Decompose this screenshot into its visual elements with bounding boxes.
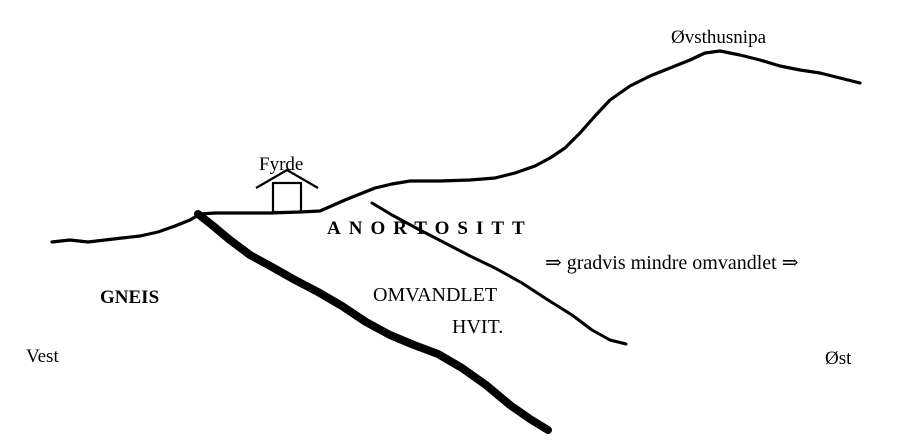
altered-label-line2: HVIT. [452, 316, 503, 338]
thin-contact-line [370, 201, 628, 346]
summit-label: Øvsthusnipa [671, 27, 767, 48]
house-icon [255, 168, 319, 214]
farm-label: Fyrde [259, 154, 303, 175]
terrain-profile [50, 49, 862, 244]
west-label: Vest [26, 346, 59, 367]
east-label: Øst [825, 348, 852, 369]
gradient-label: ⇒ gradvis mindre omvandlet ⇒ [545, 252, 799, 274]
anorthosite-label: ANORTOSITT [327, 218, 533, 239]
gneiss-label: GNEIS [100, 287, 159, 308]
thick-contact-line [194, 210, 552, 434]
altered-label-line1: OMVANDLET [373, 284, 497, 306]
